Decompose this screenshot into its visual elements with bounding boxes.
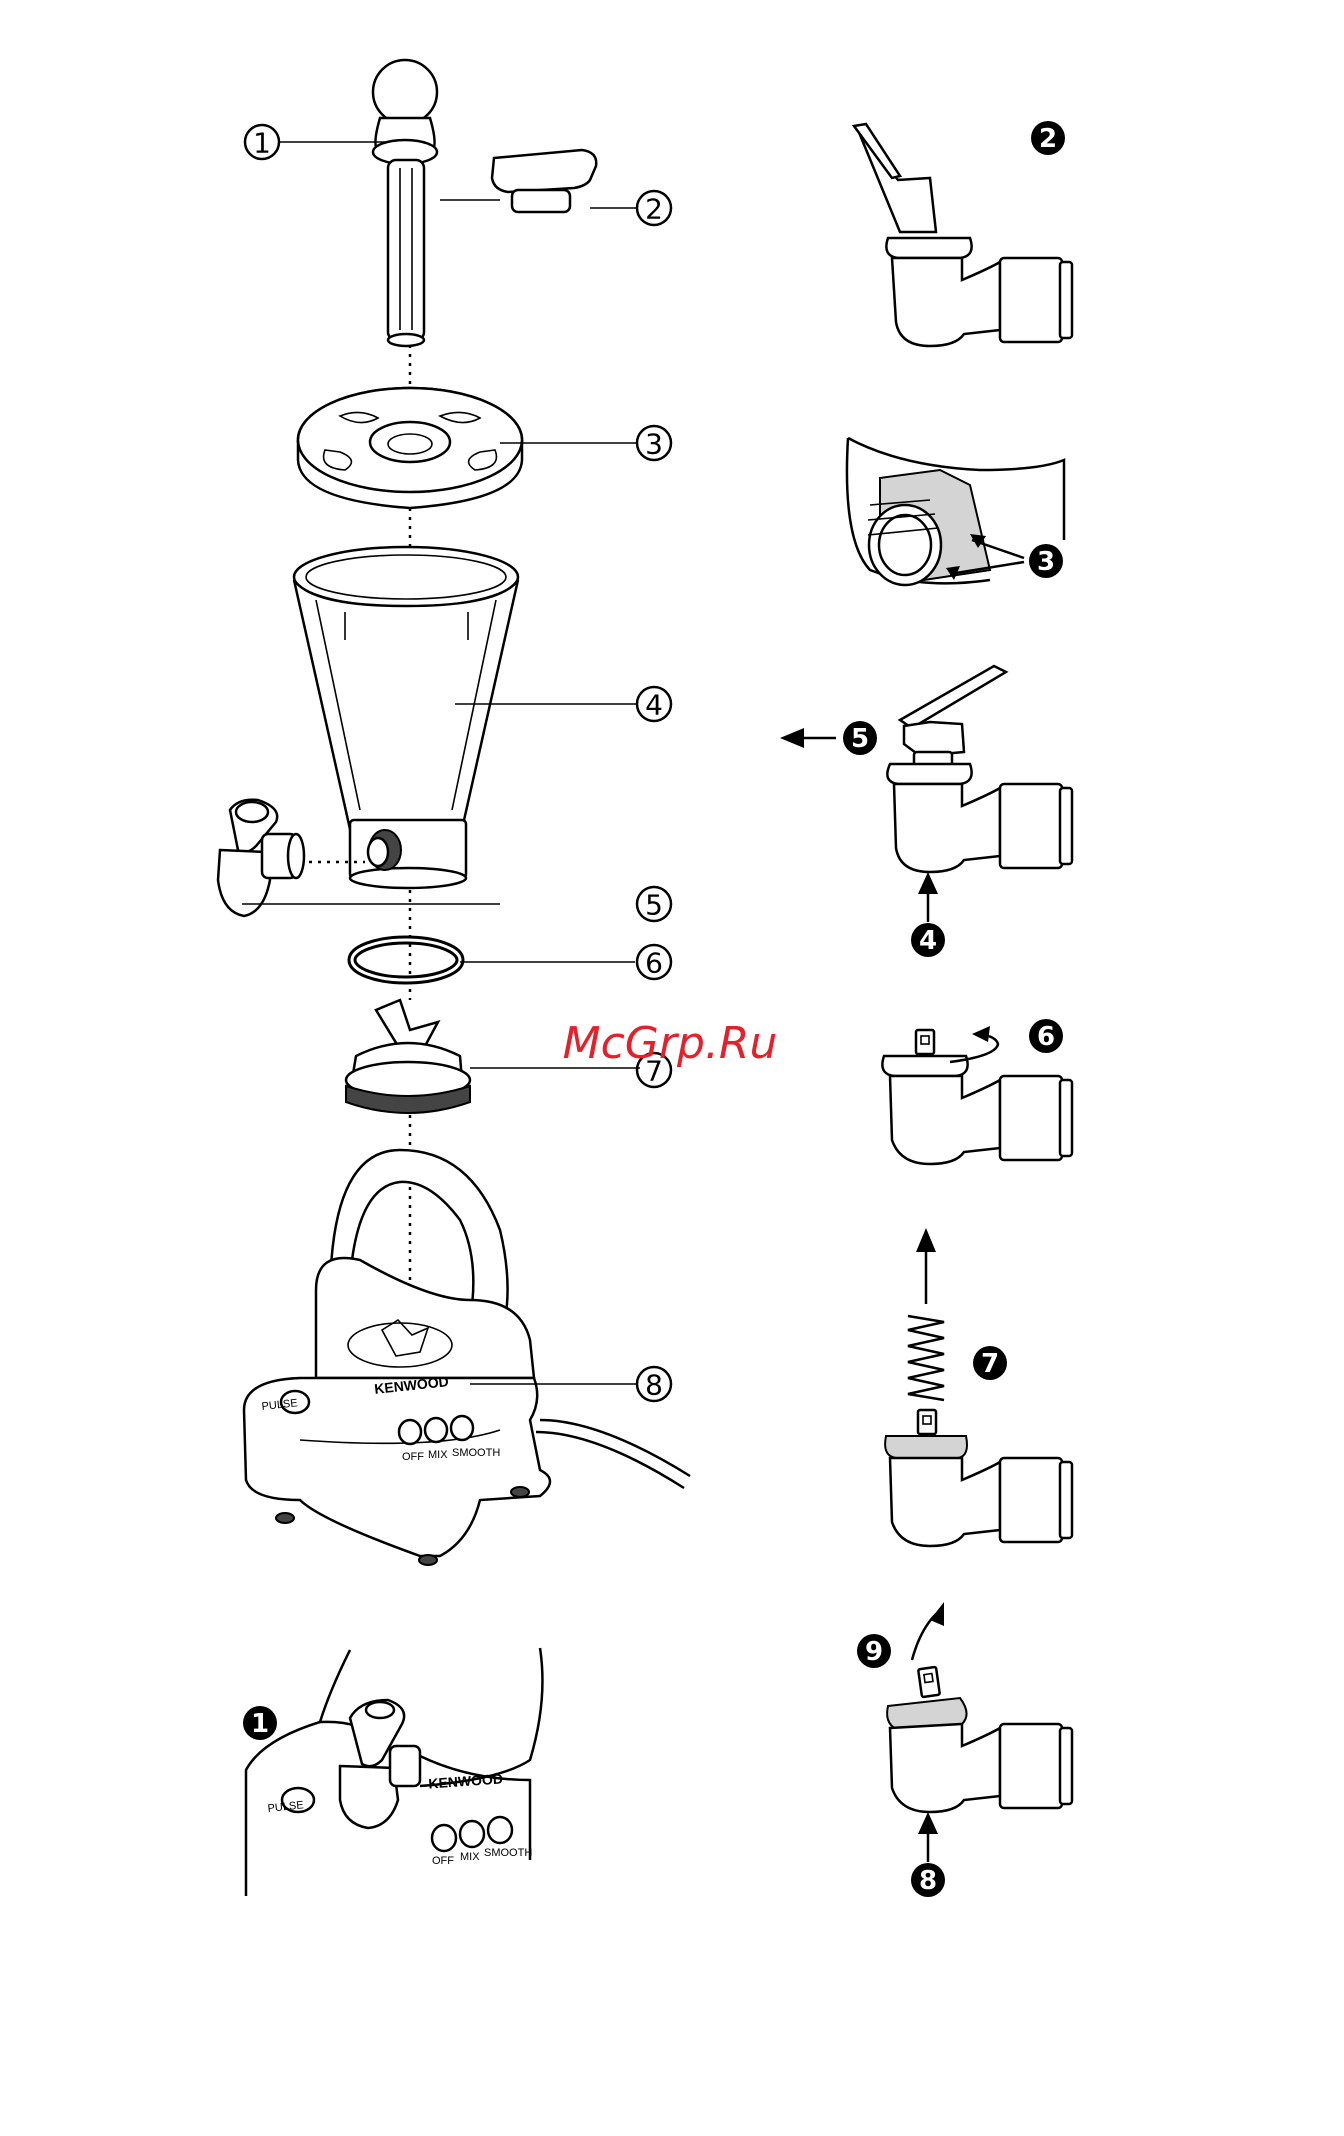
step-badge-9: 9	[857, 1634, 891, 1668]
step-badge-1: 1	[243, 1706, 277, 1740]
part-motor-base: KENWOOD PULSE OFF MIX SMOOTH	[244, 1150, 690, 1565]
callout-6: 6	[637, 945, 671, 980]
step-badge-2: 2	[1031, 121, 1065, 155]
svg-text:1: 1	[251, 1709, 269, 1739]
step-3-illustration: 3	[847, 438, 1064, 585]
step-badge-3: 3	[1029, 544, 1063, 578]
step-1-brand: KENWOOD	[428, 1770, 504, 1791]
part-lid	[298, 388, 522, 508]
svg-text:8: 8	[645, 1369, 663, 1402]
svg-text:6: 6	[1037, 1022, 1055, 1052]
svg-text:6: 6	[645, 947, 663, 980]
part-lid-cap	[440, 150, 596, 212]
svg-text:4: 4	[645, 689, 663, 722]
base-mix-label: MIX	[428, 1449, 448, 1461]
step-1-mix: MIX	[460, 1851, 480, 1863]
watermark: McGrp.Ru	[563, 1018, 778, 1069]
svg-text:3: 3	[645, 428, 663, 461]
exploded-assembly: KENWOOD PULSE OFF MIX SMOOTH 1 2 3 4 5 6…	[218, 60, 690, 1565]
step-1-illustration: KENWOOD PULSE OFF MIX SMOOTH 1	[243, 1648, 542, 1896]
step-4-5-illustration: 5 4	[780, 666, 1072, 957]
svg-text:5: 5	[645, 889, 663, 922]
step-7-illustration: 7	[885, 1228, 1072, 1546]
callout-3: 3	[637, 426, 671, 461]
base-smooth-label: SMOOTH	[452, 1447, 500, 1459]
step-1-off: OFF	[432, 1855, 454, 1867]
step-badge-4: 4	[911, 923, 945, 957]
callout-2: 2	[637, 191, 671, 226]
part-goblet	[294, 547, 518, 888]
svg-text:7: 7	[981, 1349, 999, 1379]
svg-text:9: 9	[865, 1637, 883, 1667]
svg-text:4: 4	[919, 926, 937, 956]
svg-text:2: 2	[1039, 124, 1057, 154]
step-2-illustration: 2	[854, 121, 1072, 346]
svg-text:8: 8	[919, 1866, 937, 1896]
svg-text:1: 1	[253, 127, 271, 160]
svg-text:3: 3	[1037, 547, 1055, 577]
callout-8: 8	[637, 1367, 671, 1402]
base-off-label: OFF	[402, 1451, 424, 1463]
step-badge-6: 6	[1029, 1019, 1063, 1053]
svg-text:5: 5	[851, 724, 869, 754]
step-badge-8: 8	[911, 1863, 945, 1897]
callout-4: 4	[637, 687, 671, 722]
part-seal-ring	[352, 940, 635, 980]
part-pusher	[373, 60, 437, 346]
step-6-illustration: 6	[882, 1019, 1072, 1164]
step-badge-5: 5	[843, 721, 877, 755]
callout-5: 5	[637, 887, 671, 922]
step-badge-7: 7	[973, 1346, 1007, 1380]
svg-text:2: 2	[645, 193, 663, 226]
step-8-9-illustration: 9 8	[857, 1602, 1072, 1897]
step-1-smooth: SMOOTH	[484, 1847, 532, 1859]
callout-1: 1	[245, 125, 279, 160]
